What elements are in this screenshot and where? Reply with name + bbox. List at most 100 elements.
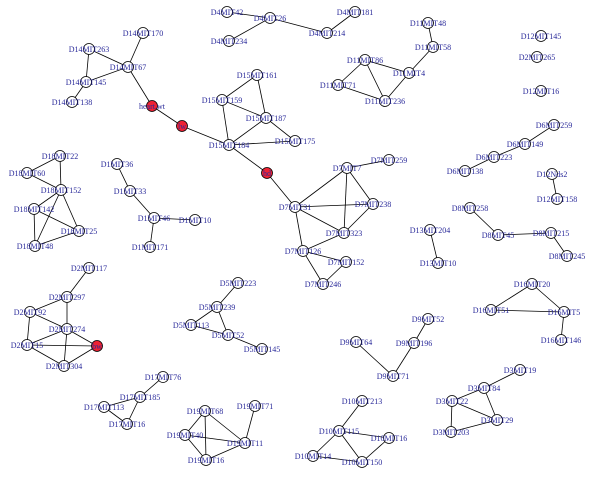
node-circle — [387, 370, 399, 382]
node-label: D2MIT297 — [49, 293, 85, 302]
node-circle — [332, 79, 344, 91]
node-d4mit26: D4MIT26 — [254, 12, 286, 24]
node-label: D16MIT51 — [473, 306, 509, 315]
node-label: D7MIT238 — [355, 200, 391, 209]
node-label: D18MIT152 — [41, 186, 81, 195]
node-d14mit170: D14MIT170 — [123, 27, 163, 39]
node-label: bw — [92, 342, 102, 351]
node-label: D12MIT145 — [521, 32, 561, 41]
node-d18mit22: D18MIT22 — [42, 150, 78, 162]
node-d8mit215: D8MIT215 — [533, 227, 569, 239]
node-d5mit113: D5MIT113 — [173, 319, 209, 331]
node-label: D18MIT48 — [17, 242, 53, 251]
node-d19mit11: D19MIT11 — [227, 437, 263, 449]
node-label: D7MIT126 — [285, 247, 321, 256]
node-label: D4MIT234 — [211, 37, 247, 46]
node-label: D2MIT92 — [14, 308, 46, 317]
node-d2mit15: D2MIT15 — [11, 339, 43, 351]
node-circle — [545, 227, 557, 239]
edge-d15mit187-d15mit184 — [228, 117, 267, 146]
node-circle — [83, 43, 95, 55]
edge-d2mit304-bw — [63, 345, 98, 367]
node-d12mit16: D12MIT16 — [523, 85, 559, 97]
node-circle — [179, 429, 191, 441]
node-d8mit245: D8MIT245 — [549, 250, 585, 262]
node-heartwt: heart.wt — [139, 100, 166, 112]
node-d5mit145: D5MIT145 — [244, 343, 280, 355]
edge-d14mit170-d14mit67 — [127, 32, 144, 68]
node-circle — [297, 245, 309, 257]
node-d3mit19: D3MIT19 — [504, 364, 536, 376]
node-d19mit68: D19MIT68 — [187, 405, 223, 417]
node-label: D19MIT40 — [167, 431, 203, 440]
edge-d9mit196-d9mit71 — [392, 342, 415, 377]
node-circle — [446, 395, 458, 407]
node-circle — [422, 313, 434, 325]
node-d11mit236: D11MIT236 — [365, 95, 405, 107]
edge-d19mit40-d19mit11 — [184, 434, 246, 444]
node-label: D10MIT115 — [319, 427, 359, 436]
edge-d11mit86-d11mit236 — [364, 59, 386, 102]
node-label: D8MIT258 — [452, 204, 488, 213]
node-label: D12MIT158 — [537, 195, 577, 204]
node-circle — [24, 306, 36, 318]
node-label: D15MIT161 — [237, 71, 277, 80]
node-label: D18MIT142 — [14, 205, 54, 214]
node-d14mit263: D14MIT263 — [69, 43, 109, 55]
node-d1mit33: D1MIT33 — [114, 185, 146, 197]
edge-d18mit60-d18mit152 — [26, 172, 62, 191]
node-label: D3MIT19 — [504, 366, 536, 375]
node-circle — [424, 224, 436, 236]
node-d8mit258: D8MIT258 — [452, 202, 488, 214]
node-hd: hd — [261, 167, 273, 179]
edge-d4mit42-d4mit26 — [226, 11, 271, 19]
node-label: D15MIT187 — [246, 114, 286, 123]
node-d7mit152: D7MIT152 — [328, 256, 364, 268]
node-d18mit25: D18MIT25 — [61, 225, 97, 237]
node-label: D14MIT67 — [110, 63, 146, 72]
node-d1mit36: D1MIT36 — [101, 158, 133, 170]
node-d4mit42: D4MIT42 — [211, 6, 243, 18]
node-d2mit265: D2MIT265 — [519, 51, 555, 63]
node-label: D7MIT259 — [371, 156, 407, 165]
node-d12mit158: D12MIT158 — [537, 193, 577, 205]
node-circle — [264, 12, 276, 24]
node-circle — [526, 278, 538, 290]
node-d2mit274: D2MIT274 — [49, 323, 85, 335]
node-layer: D14MIT170D14MIT263D14MIT67D14MIT145D14MI… — [9, 6, 585, 468]
node-circle — [83, 262, 95, 274]
node-d4mit181: D4MIT181 — [337, 6, 373, 18]
node-label: D1MIT36 — [101, 160, 133, 169]
node-label: D15MIT175 — [275, 137, 315, 146]
edge-d11mit86-d11mit71 — [337, 59, 366, 86]
edge-d10mit115-d10mit16 — [338, 430, 390, 439]
edge-hd-d7mit31 — [266, 172, 296, 208]
node-label: D19MIT68 — [187, 407, 223, 416]
node-d11mit86: D11MIT86 — [347, 54, 383, 66]
node-d5mit52: D5MIT52 — [212, 329, 244, 341]
node-circle — [121, 418, 133, 430]
node-d13mit204: D13MIT204 — [410, 224, 450, 236]
edge-d1mit46-d1mit10 — [153, 217, 196, 221]
edge-d8mit258-d8mit45 — [469, 207, 499, 236]
node-d7mit7: D7MIT7 — [333, 162, 361, 174]
node-label: D9MIT52 — [412, 315, 444, 324]
edge-heartwt-lw — [151, 105, 183, 127]
node-circle — [54, 150, 66, 162]
edge-d3mit19-d3mit84 — [483, 369, 521, 389]
edge-d7mit7-d7mit259 — [346, 159, 390, 169]
node-label: D13MIT10 — [420, 259, 456, 268]
node-label: D11MIT4 — [393, 69, 425, 78]
node-d10mit213: D10MIT213 — [342, 395, 382, 407]
node-label: lw — [178, 122, 186, 131]
node-label: D12Nds2 — [537, 170, 568, 179]
node-d3mit203: D3MIT203 — [433, 426, 469, 438]
node-d15mit175: D15MIT175 — [275, 135, 315, 147]
node-label: D11MIT71 — [320, 81, 356, 90]
node-label: D7MIT323 — [326, 229, 362, 238]
edge-d5mit52-d5mit145 — [227, 334, 263, 350]
node-circle — [223, 35, 235, 47]
edge-d10mit14-d10mit150 — [312, 455, 363, 463]
node-label: D14MIT145 — [66, 78, 106, 87]
node-circle — [531, 51, 543, 63]
